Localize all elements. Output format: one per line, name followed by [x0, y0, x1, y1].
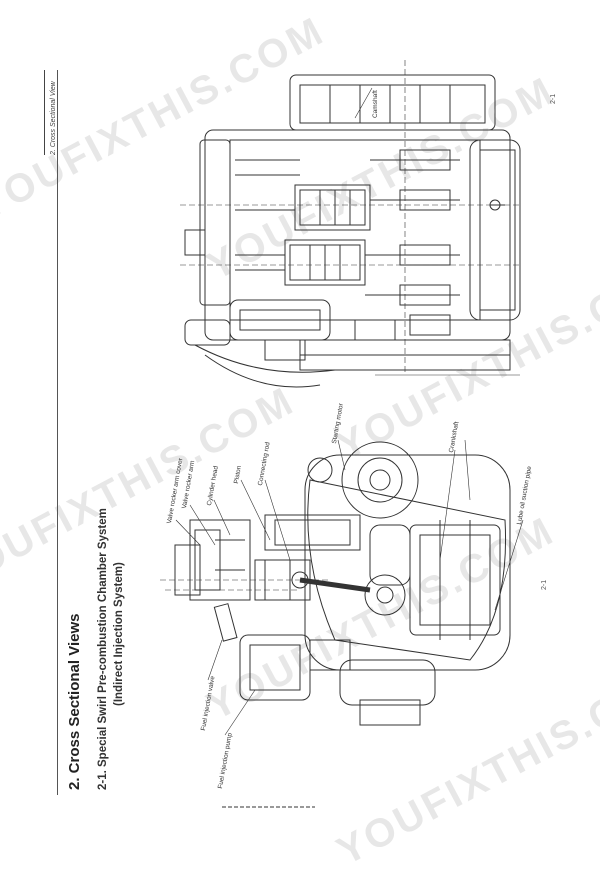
- engine-drawings: [160, 60, 524, 808]
- label-camshaft: Camshaft: [372, 90, 379, 118]
- longitudinal-section-drawing: [180, 60, 521, 388]
- transverse-section-drawing: [160, 439, 524, 736]
- footer-page-number: 2-1: [541, 579, 548, 590]
- header-rule: [44, 70, 45, 155]
- frame-line: [57, 70, 58, 795]
